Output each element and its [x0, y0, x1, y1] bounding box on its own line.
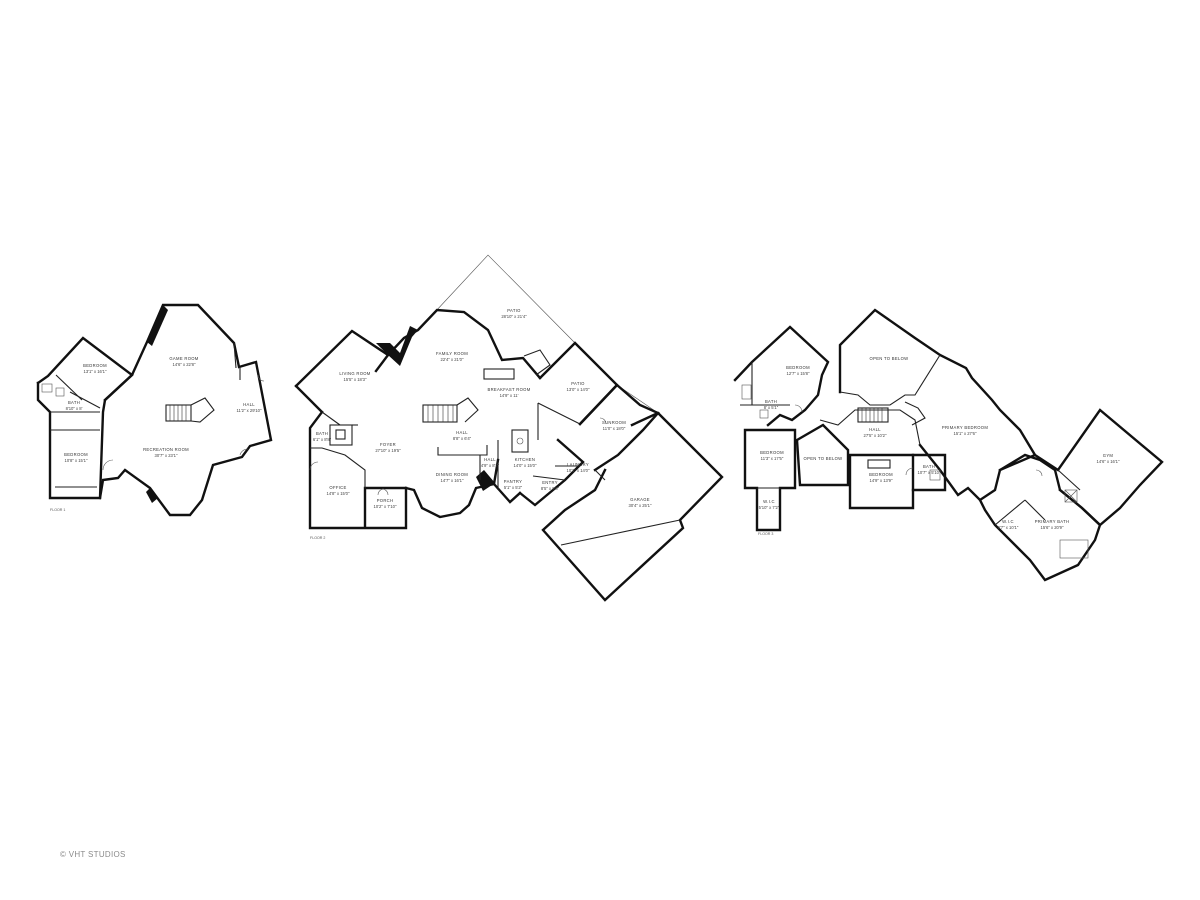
room-dimensions: 13'0" x 14'0" [567, 387, 590, 392]
room-label: PRIMARY BATH [1035, 519, 1070, 524]
room-dimensions: 12'7" x 15'8" [787, 371, 810, 376]
room-dimensions: 14'7" x 16'1" [441, 478, 464, 483]
room-dimensions: 8'10" x 8' [66, 406, 83, 411]
room-dimensions: 6'1" x 8'8" [313, 437, 332, 442]
room-dimensions: 30'4" x 25'1" [629, 503, 652, 508]
room-dimensions: 8' x 5'1" [764, 405, 779, 410]
room-dimensions: 14'9" x 13'9" [870, 478, 893, 483]
room-dimensions: 15'6" x 20'9" [1041, 525, 1064, 530]
room-label: BEDROOM [869, 472, 893, 477]
room-label: OPEN TO BELOW [870, 356, 909, 361]
room-label: BREAKFAST ROOM [488, 387, 531, 392]
room-label: BEDROOM [786, 365, 810, 370]
room-dimensions: 14'9" x 11' [500, 393, 519, 398]
floor-3-plan: BEDROOM 12'7" x 15'8" BATH 8' x 5'1" OPE… [733, 308, 1164, 582]
room-dimensions: 14'6" x 22'8" [173, 362, 196, 367]
room-dimensions: 4'9" x 8'7" [481, 463, 500, 468]
room-label: BEDROOM [760, 450, 784, 455]
room-dimensions: 10'7" x 5'10" [918, 470, 941, 475]
room-dimensions: 14'6" x 16'1" [1097, 459, 1120, 464]
room-label: W.I.C [1002, 519, 1014, 524]
floor-1-plan: BEDROOM 13'1" x 16'1" BATH 8'10" x 8' BE… [36, 303, 273, 517]
room-dimensions: 27'5" x 10'2" [864, 433, 887, 438]
room-label: PRIMARY BEDROOM [942, 425, 988, 430]
room-label: ENTRY [542, 480, 558, 485]
room-label: SUNROOM [602, 420, 626, 425]
room-label: BATH [923, 464, 935, 469]
room-label: BEDROOM [83, 363, 107, 368]
room-dimensions: 11'2" x 29'10" [237, 408, 262, 413]
room-label: BEDROOM [64, 452, 88, 457]
floor-label: FLOOR 1 [50, 508, 65, 512]
floor-2-plan: PATIO 28'10" x 21'4" FAMILY ROOM 22'4" x… [294, 254, 724, 602]
room-label: HALL [484, 457, 496, 462]
room-label: BATH [68, 400, 80, 405]
room-label: DINING ROOM [436, 472, 468, 477]
room-label: FOYER [380, 442, 396, 447]
room-label: KITCHEN [515, 457, 535, 462]
room-dimensions: 15'1" x 27'6" [954, 431, 977, 436]
room-label: W.I.C [763, 499, 775, 504]
room-label: GARAGE [630, 497, 650, 502]
room-label: FAMILY ROOM [436, 351, 468, 356]
room-label: HALL [243, 402, 255, 407]
room-dimensions: 5'10" x 7'2" [759, 505, 780, 510]
room-dimensions: 11'3" x 17'5" [761, 456, 784, 461]
room-dimensions: 13'1" x 16'1" [84, 369, 107, 374]
room-dimensions: 14'0" x 15'0" [514, 463, 537, 468]
room-dimensions: 11'0" x 18'0" [603, 426, 626, 431]
room-dimensions: 14'8" x 15'0" [327, 491, 350, 496]
room-label: OPEN TO BELOW [804, 456, 843, 461]
room-label: LAUNDRY [567, 462, 589, 467]
room-label: HALL [456, 430, 468, 435]
room-label: OFFICE [329, 485, 346, 490]
room-label: GAME ROOM [169, 356, 198, 361]
room-dimensions: 30'7" x 23'1" [155, 453, 178, 458]
floor-label: FLOOR 3 [758, 532, 773, 536]
room-label: PORCH [377, 498, 394, 503]
room-dimensions: 10'8" x 15'1" [65, 458, 88, 463]
room-dimensions: 15'5" x 18'3" [344, 377, 367, 382]
room-dimensions: 10'2" x 7'10" [374, 504, 397, 509]
copyright-watermark: © VHT STUDIOS [60, 850, 126, 859]
room-label: HALL [869, 427, 881, 432]
room-label: PATIO [507, 308, 521, 313]
room-dimensions: 27'10" x 19'5" [375, 448, 401, 453]
room-label: PATIO [571, 381, 585, 386]
room-label: PANTRY [504, 479, 522, 484]
room-dimensions: 8'5" x 9'0" [541, 486, 560, 491]
room-dimensions: 5'1" x 5'2" [504, 485, 523, 490]
room-dimensions: 9'7" x 10'1" [998, 525, 1019, 530]
room-dimensions: 28'10" x 21'4" [501, 314, 527, 319]
floor-label: FLOOR 2 [310, 536, 325, 540]
room-dimensions: 22'4" x 21'0" [441, 357, 464, 362]
room-label: RECREATION ROOM [143, 447, 189, 452]
room-dimensions: 8'8" x 6'4" [453, 436, 472, 441]
room-dimensions: 10'3" x 14'0" [567, 468, 590, 473]
room-label: GYM [1103, 453, 1114, 458]
room-label: LIVING ROOM [339, 371, 370, 376]
room-label: BATH [765, 399, 777, 404]
room-label: BATH [316, 431, 328, 436]
